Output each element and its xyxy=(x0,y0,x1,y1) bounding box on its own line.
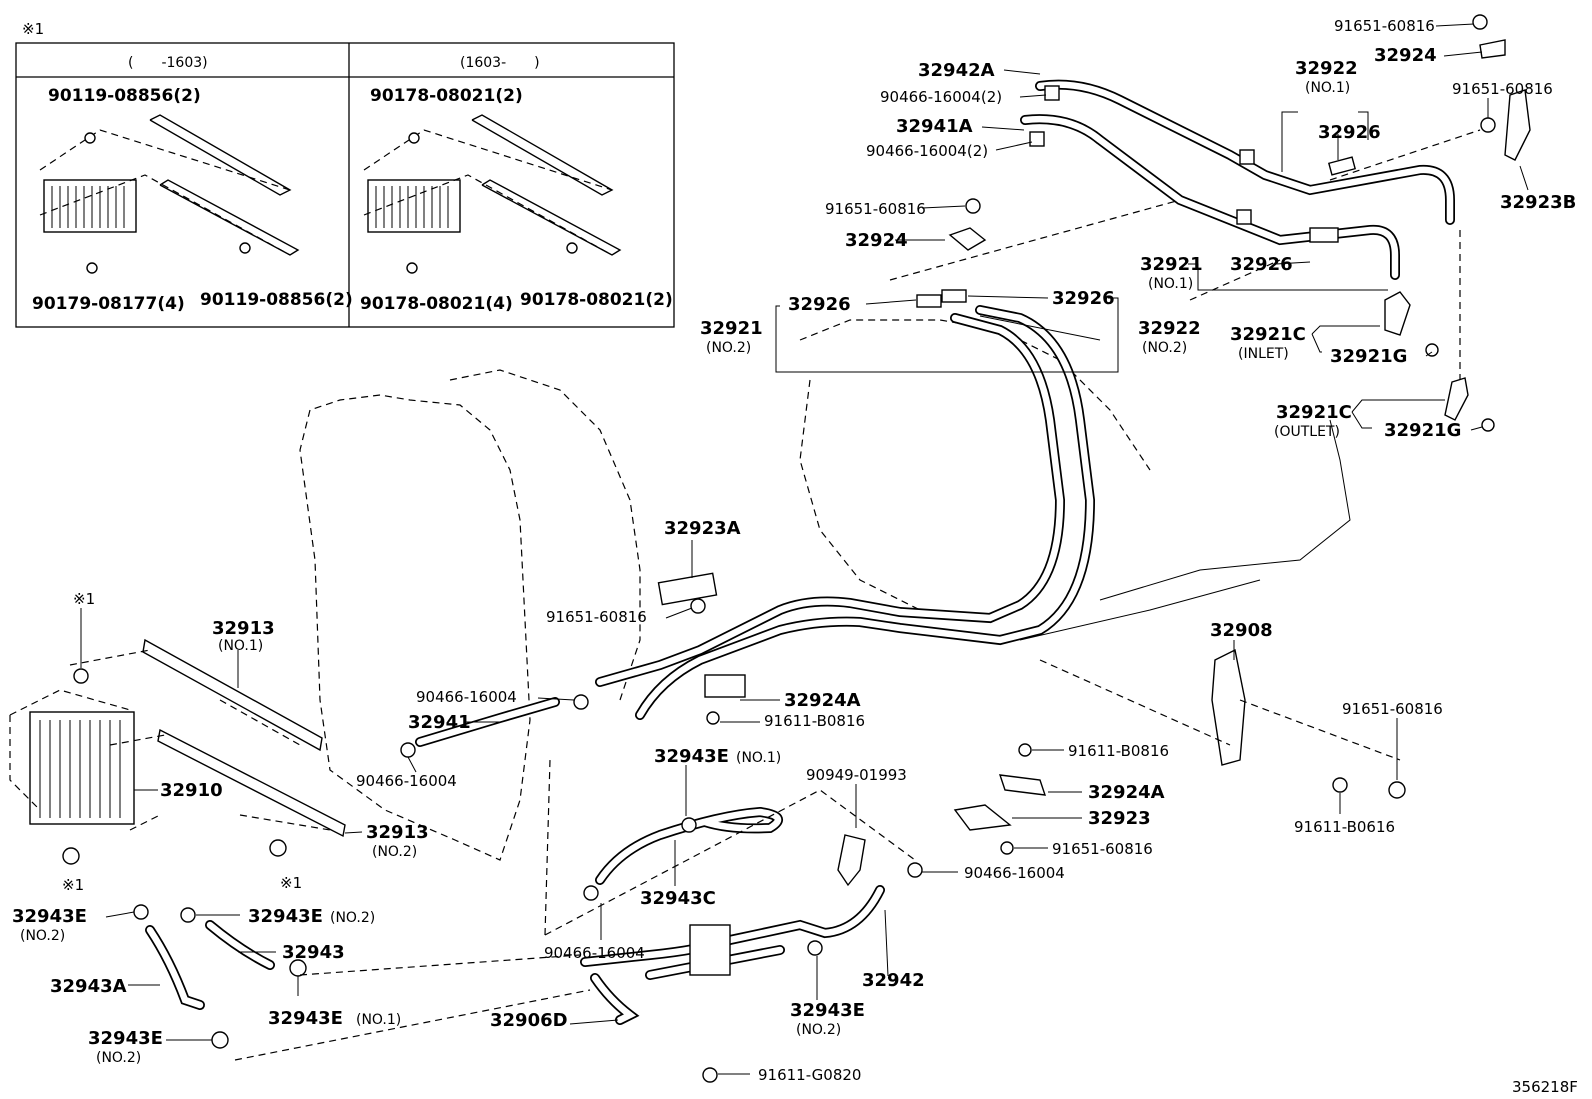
inset-label-l1: 90119-08856(2) xyxy=(48,86,201,106)
callout-c29: 32923A xyxy=(664,518,741,539)
callout-c8: 32941A xyxy=(896,116,973,137)
inset-label-l3: 90119-08856(2) xyxy=(200,290,353,310)
callout-c32: 32913 xyxy=(212,618,275,639)
callout-c35: 32941 xyxy=(408,712,471,733)
callout-c45: 32910 xyxy=(160,780,223,801)
fittings xyxy=(62,14,1531,1083)
inset-panel: ※1 ( -1603) (1603- ) 90119-08 xyxy=(15,20,675,328)
callout-c49: 91611-B0616 xyxy=(1294,818,1395,836)
callout-c55: 32943C xyxy=(640,888,716,909)
callout-c11: 32923B xyxy=(1500,192,1576,213)
callout-c5: 32922 xyxy=(1295,58,1358,79)
callout-c15: 32926 xyxy=(1230,254,1293,275)
callout-c28: 32921G xyxy=(1384,420,1461,441)
oil-cooler-32910 xyxy=(9,689,161,831)
callout-c71: 91611-G0820 xyxy=(758,1066,861,1084)
diagram-id: 356218F xyxy=(1512,1078,1578,1096)
callout-c26: 32921C xyxy=(1276,402,1352,423)
leader-lines xyxy=(80,23,1529,1075)
callout-c53: ※1 xyxy=(280,874,302,892)
callout-c40: 90466-16004 xyxy=(356,772,457,790)
inset-right-cooler xyxy=(363,114,622,274)
callout-c46: 32924A xyxy=(1088,782,1165,803)
inset-label-l2: 90179-08177(4) xyxy=(32,294,185,314)
callout-c60: 32943 xyxy=(282,942,345,963)
callout-c10: 32926 xyxy=(1318,122,1381,143)
callout-c14: 32921 xyxy=(1140,254,1203,275)
callout-c24: (INLET) xyxy=(1238,346,1289,362)
callout-c51: (NO.2) xyxy=(372,844,417,860)
callout-c1: 91651-60816 xyxy=(1334,17,1435,35)
callout-c63: 32942 xyxy=(862,970,925,991)
callout-c43: 91611-B0816 xyxy=(1068,742,1169,760)
callout-labels: 91651-60816 32924 32942A 90466-16004(2) … xyxy=(12,17,1576,1084)
callout-c18: 32926 xyxy=(1052,288,1115,309)
callout-c68: 32906D xyxy=(490,1010,568,1031)
callout-c34: 90466-16004 xyxy=(416,688,517,706)
callout-c3: 32942A xyxy=(918,60,995,81)
callout-c37: 91611-B0816 xyxy=(764,712,865,730)
callout-c4: 90466-16004(2) xyxy=(880,88,1002,106)
inset-left-header: ( -1603) xyxy=(128,55,208,71)
callout-c42: (NO.1) xyxy=(736,750,781,766)
inset-marker: ※1 xyxy=(22,20,44,38)
callout-c66: 32943E xyxy=(790,1000,865,1021)
callout-c27: (OUTLET) xyxy=(1274,424,1340,440)
callout-c25: 32921G xyxy=(1330,346,1407,367)
callout-c6: (NO.1) xyxy=(1305,80,1350,96)
callout-c9: 90466-16004(2) xyxy=(866,142,988,160)
callout-c36: 32924A xyxy=(784,690,861,711)
callout-c56: 32943E xyxy=(248,906,323,927)
callout-c69: 32943E xyxy=(88,1028,163,1049)
inset-right-header: (1603- ) xyxy=(460,55,540,71)
callout-c44: 90949-01993 xyxy=(806,766,907,784)
callout-c33: (NO.1) xyxy=(218,638,263,654)
bracket-32913 xyxy=(69,638,346,838)
callout-c30: 91651-60816 xyxy=(546,608,647,626)
callout-c31: ※1 xyxy=(73,590,95,608)
callout-c52: ※1 xyxy=(62,876,84,894)
callout-c39: 91651-60816 xyxy=(1342,700,1443,718)
inset-label-r1: 90178-08021(2) xyxy=(370,86,523,106)
callout-c65: (NO.1) xyxy=(356,1012,401,1028)
callout-c16: (NO.1) xyxy=(1148,276,1193,292)
callout-c64: 32943E xyxy=(268,1008,343,1029)
callout-c59: (NO.2) xyxy=(20,928,65,944)
callout-c50: 32913 xyxy=(366,822,429,843)
callout-c67: (NO.2) xyxy=(796,1022,841,1038)
callout-c21: 32922 xyxy=(1138,318,1201,339)
callout-c13: 32924 xyxy=(845,230,908,251)
callout-c70: (NO.2) xyxy=(96,1050,141,1066)
callout-c61: 90466-16004 xyxy=(544,944,645,962)
callout-c12: 91651-60816 xyxy=(825,200,926,218)
callout-c20: (NO.2) xyxy=(706,340,751,356)
callout-c47: 32923 xyxy=(1088,808,1151,829)
callout-c17: 32926 xyxy=(788,294,851,315)
callout-c19: 32921 xyxy=(700,318,763,339)
callout-c2: 32924 xyxy=(1374,45,1437,66)
callout-c23: 32921C xyxy=(1230,324,1306,345)
callout-c62: 32943A xyxy=(50,976,127,997)
inset-label-r2: 90178-08021(4) xyxy=(360,294,513,314)
inset-label-r3: 90178-08021(2) xyxy=(520,290,673,310)
callout-c38: 32908 xyxy=(1210,620,1273,641)
callout-c54: 90466-16004 xyxy=(964,864,1065,882)
cooler-tubes xyxy=(145,79,1455,1025)
inset-left-cooler xyxy=(39,114,300,274)
callout-c57: (NO.2) xyxy=(330,910,375,926)
callout-c7: 91651-60816 xyxy=(1452,80,1553,98)
callout-c58: 32943E xyxy=(12,906,87,927)
callout-c41: 32943E xyxy=(654,746,729,767)
callout-c48: 91651-60816 xyxy=(1052,840,1153,858)
callout-c22: (NO.2) xyxy=(1142,340,1187,356)
